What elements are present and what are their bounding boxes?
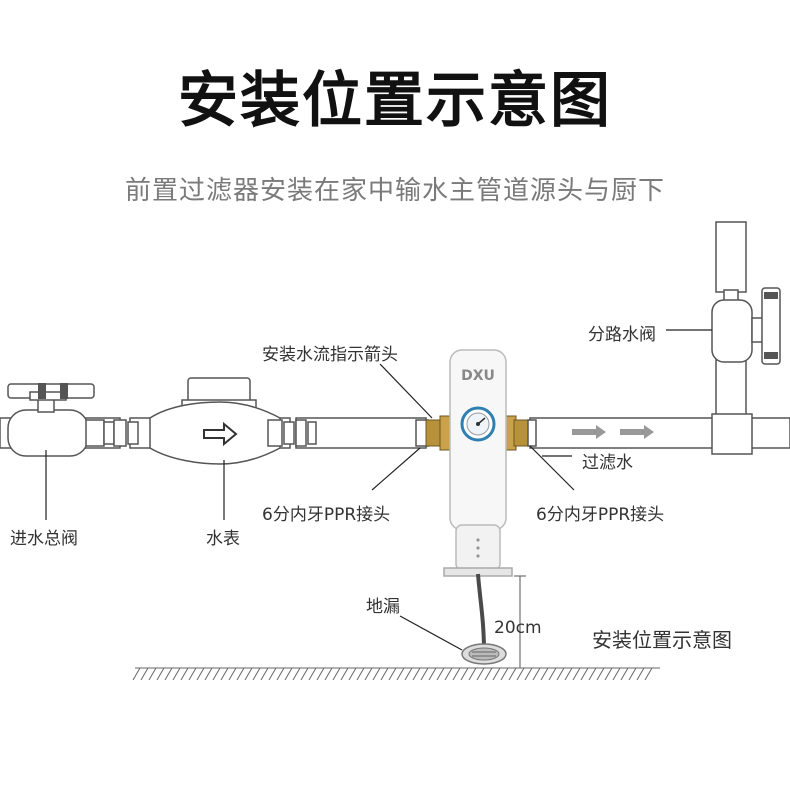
- ground-hatch-line: [556, 667, 565, 681]
- ground-hatch-line: [452, 667, 461, 681]
- ground-hatch-line: [524, 667, 533, 681]
- label-ppr-left: 6分内牙PPR接头: [262, 505, 391, 525]
- ground-hatch-line: [308, 667, 317, 681]
- ground-hatch-line: [236, 667, 245, 681]
- ground-line: [132, 667, 660, 681]
- ground-hatch-line: [564, 667, 573, 681]
- ground-hatch-line: [476, 667, 485, 681]
- label-filtered-water: 过滤水: [582, 453, 633, 473]
- ground-hatch-line: [420, 667, 429, 681]
- ground-hatch-line: [644, 667, 653, 681]
- ground-hatch-line: [460, 667, 469, 681]
- label-water-meter: 水表: [206, 529, 240, 549]
- ground-hatch-line: [532, 667, 541, 681]
- branch-valve: [751, 287, 781, 365]
- ground-hatch-line: [412, 667, 421, 681]
- ground-hatch-line: [348, 667, 357, 681]
- ground-hatch-line: [244, 667, 253, 681]
- ground-hatch-line: [196, 667, 205, 681]
- flow-arrow-icon: [572, 425, 654, 439]
- ground-hatch-line: [180, 667, 189, 681]
- ground-hatch-line: [204, 667, 213, 681]
- label-distance: 20cm: [494, 618, 542, 638]
- ground-hatch-line: [132, 667, 141, 681]
- ground-hatch-line: [332, 667, 341, 681]
- ground-hatch-line: [140, 667, 149, 681]
- water-meter-arrow-icon: [203, 421, 238, 447]
- leader-lines: [45, 329, 712, 651]
- ground-hatch-line: [388, 667, 397, 681]
- page-subtitle: 前置过滤器安装在家中输水主管道源头与厨下: [124, 176, 665, 206]
- brass-connector-right: [505, 415, 537, 451]
- ground-hatch-line: [612, 667, 621, 681]
- ground-hatch-line: [372, 667, 381, 681]
- ground-hatch-line: [228, 667, 237, 681]
- ground-hatch-line: [540, 667, 549, 681]
- ground-hatch-line: [604, 667, 613, 681]
- diagram-caption: 安装位置示意图: [592, 628, 732, 652]
- brand-mark: DXU: [461, 368, 495, 384]
- ground-hatch-line: [340, 667, 349, 681]
- brass-connector-left: [425, 415, 451, 451]
- ground-hatch-line: [276, 667, 285, 681]
- valve-handle-icon: [764, 292, 778, 359]
- distance-dimension: [514, 575, 526, 668]
- label-arrow-indicator: 安装水流指示箭头: [262, 345, 398, 365]
- ground-hatch-line: [636, 667, 645, 681]
- ground-hatch-line: [364, 667, 373, 681]
- ground-hatch-line: [172, 667, 181, 681]
- valve-handle-icon: [38, 383, 68, 399]
- label-floor-drain: 地漏: [366, 597, 400, 617]
- ground-hatch-line: [260, 667, 269, 681]
- label-ppr-right: 6分内牙PPR接头: [536, 505, 665, 525]
- ground-hatch-line: [588, 667, 597, 681]
- ground-hatch-line: [156, 667, 165, 681]
- ground-hatch-line: [500, 667, 509, 681]
- ground-hatch-line: [292, 667, 301, 681]
- ground-hatch-line: [436, 667, 445, 681]
- ground-hatch-line: [628, 667, 637, 681]
- pressure-gauge-icon: [460, 406, 496, 442]
- ground-hatch-line: [164, 667, 173, 681]
- ground-hatch-line: [356, 667, 365, 681]
- page-title: 安装位置示意图: [178, 66, 612, 136]
- ground-hatch-line: [620, 667, 629, 681]
- drain-hose: [476, 573, 486, 653]
- ground-hatch-line: [492, 667, 501, 681]
- ground-hatch-line: [548, 667, 557, 681]
- ground-hatch-line: [268, 667, 277, 681]
- label-inlet-valve: 进水总阀: [10, 529, 78, 549]
- ground-hatch-line: [596, 667, 605, 681]
- ground-hatch-line: [188, 667, 197, 681]
- ground-hatch-line: [516, 667, 525, 681]
- ground-hatch-line: [212, 667, 221, 681]
- ground-hatch-line: [580, 667, 589, 681]
- ground-hatch-line: [220, 667, 229, 681]
- ground-hatch-line: [468, 667, 477, 681]
- ground-hatch-line: [284, 667, 293, 681]
- ground-hatch-line: [572, 667, 581, 681]
- ground-hatch-line: [148, 667, 157, 681]
- ground-hatch-line: [404, 667, 413, 681]
- filter-indicator-dots: [476, 538, 480, 558]
- ground-hatch-line: [300, 667, 309, 681]
- inlet-valve: [7, 383, 115, 457]
- floor-drain-icon: [461, 643, 507, 665]
- ground-hatch-line: [316, 667, 325, 681]
- ground-hatch-line: [396, 667, 405, 681]
- ground-hatch-line: [444, 667, 453, 681]
- branch-pipe: [711, 221, 753, 455]
- label-branch-valve: 分路水阀: [588, 325, 656, 345]
- ground-hatch-line: [508, 667, 517, 681]
- ground-hatch-line: [428, 667, 437, 681]
- ground-hatch-line: [380, 667, 389, 681]
- ground-hatch-line: [324, 667, 333, 681]
- ground-hatch-line: [252, 667, 261, 681]
- ground-hatch-line: [484, 667, 493, 681]
